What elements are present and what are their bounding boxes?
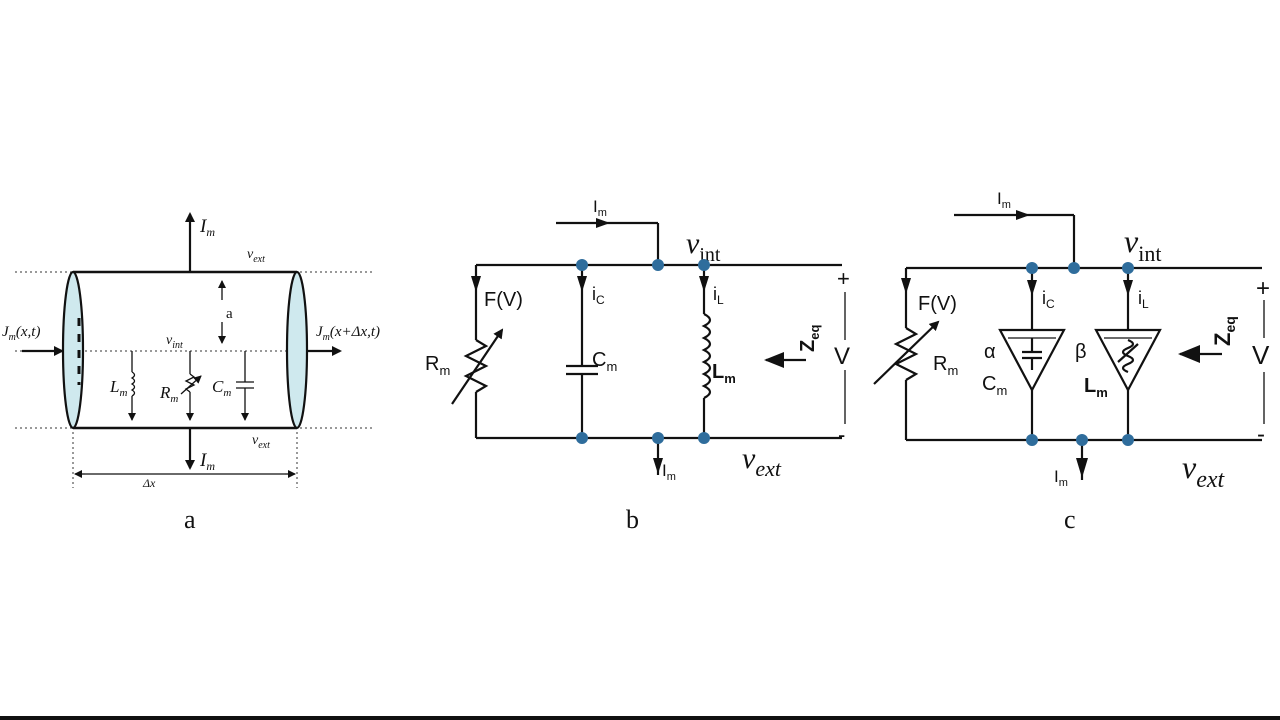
fv-label-b: F(V): [484, 289, 523, 311]
fractional-inductor-c: [1094, 328, 1162, 393]
caption-a: a: [184, 505, 196, 534]
caption-c: c: [1064, 505, 1076, 534]
cylinder: [61, 270, 309, 430]
v-ext-label-b: vext: [742, 442, 782, 481]
radius-label: a: [226, 306, 233, 322]
v-int-label-c: vint: [1124, 223, 1161, 266]
plus-c: +: [1256, 275, 1270, 302]
rm-label-c: Rm: [933, 353, 958, 378]
dx-label: Δx: [142, 476, 156, 490]
beta-label: β: [1075, 341, 1087, 363]
zeq-label-b: Zeq: [797, 325, 822, 352]
fv-label-c: F(V): [918, 293, 957, 315]
cm-label-b: Cm: [592, 349, 617, 374]
v-label-c: V: [1252, 340, 1270, 370]
resistor-rm-a: [180, 351, 202, 421]
j-right-label: Jm(x+Δx,t): [316, 324, 380, 343]
caption-b: b: [626, 505, 639, 534]
plus-b: +: [837, 266, 850, 291]
panel-a: Im Im vext vint vext a Jm(x,t) Jm(x+Δx,t…: [2, 212, 380, 534]
panel-c: Im vint F(V) Rm iC α Cm: [873, 189, 1270, 534]
il-label-c: iL: [1138, 288, 1149, 311]
rm-label-a: Rm: [159, 383, 178, 405]
im-top-label-c: Im: [997, 189, 1011, 211]
rm-variable-arrow-b: [451, 328, 504, 405]
rm-variable-arrow-c: [873, 320, 940, 385]
inductor-lm-a: [128, 351, 136, 421]
v-ext-top-label: vext: [247, 247, 265, 265]
capacitor-cm-a: [236, 351, 254, 421]
im-top-label: Im: [199, 216, 215, 239]
minus-c: -: [1257, 421, 1265, 448]
cm-label-c: Cm: [982, 373, 1007, 398]
cm-label-a: Cm: [212, 377, 231, 399]
im-bottom-label-c: Im: [1054, 467, 1068, 489]
ic-label-b: iC: [592, 284, 605, 307]
minus-b: -: [838, 422, 845, 447]
v-int-label: vint: [166, 333, 183, 351]
v-ext-bottom-label: vext: [252, 433, 270, 451]
lm-label-a: Lm: [109, 377, 127, 399]
zeq-label-c: Zeq: [1210, 316, 1238, 346]
im-top-label-b: Im: [593, 197, 607, 219]
v-label-b: V: [834, 343, 850, 370]
lm-label-c: Lm: [1084, 375, 1108, 400]
j-left-label: Jm(x,t): [2, 324, 40, 343]
rm-label-b: Rm: [425, 353, 450, 378]
bottom-border: [0, 716, 1280, 720]
ic-label-c: iC: [1042, 288, 1055, 311]
v-ext-label-c: vext: [1182, 449, 1226, 493]
fractional-capacitor-c: [998, 328, 1066, 393]
lm-label-b: Lm: [712, 361, 736, 386]
alpha-label: α: [984, 341, 996, 363]
im-bottom-label-b: Im: [662, 461, 676, 483]
il-label-b: iL: [713, 284, 724, 307]
im-bottom-label: Im: [199, 450, 215, 473]
panel-b: Im vint F(V) Rm iC Cm iL Lm Im vext: [425, 197, 850, 534]
